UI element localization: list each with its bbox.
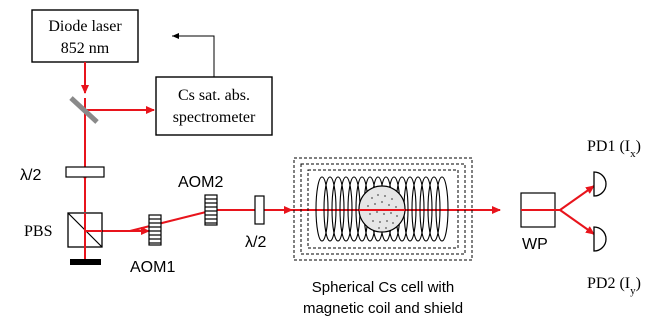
- laser-label-line1: Diode laser: [48, 18, 122, 35]
- aom2: AOM2: [178, 174, 223, 226]
- half-wave-plate-2: λ/2: [245, 195, 266, 251]
- pd1-label: PD1 (Ix): [587, 138, 641, 160]
- spectrometer-label-line2: spectrometer: [173, 109, 256, 126]
- beam-mirror: [69, 96, 99, 124]
- lambda2-label: λ/2: [245, 234, 266, 251]
- lambda1-label: λ/2: [20, 167, 41, 184]
- pd2-label-paren: ): [636, 275, 641, 292]
- wp-label: WP: [522, 236, 548, 253]
- wollaston-prism: WP: [520, 192, 560, 253]
- magnetic-shield: [293, 157, 473, 261]
- beam-dump: [70, 259, 101, 265]
- cs-cell: [358, 185, 406, 233]
- pd1-label-text: PD1 (I: [587, 138, 630, 155]
- spectrometer-label-line1: Cs sat. abs.: [178, 87, 250, 104]
- cs-spectrometer: Cs sat. abs. spectrometer: [155, 76, 273, 136]
- pd2-label-text: PD2 (I: [587, 275, 630, 292]
- pd1-label-sub: x: [630, 148, 636, 160]
- diode-laser: Diode laser 852 nm: [31, 9, 139, 63]
- half-wave-plate-1: λ/2: [20, 166, 105, 184]
- feedback-line: [172, 33, 215, 77]
- cell-caption-line1: Spherical Cs cell with: [312, 279, 455, 296]
- aom2-label: AOM2: [178, 174, 223, 191]
- pd2-label: PD2 (Iy): [587, 275, 641, 297]
- pbs-cube: PBS: [24, 212, 103, 260]
- laser-label-line2: 852 nm: [61, 40, 110, 57]
- aom1-label: AOM1: [130, 259, 175, 276]
- cell-caption-line2: magnetic coil and shield: [303, 300, 463, 317]
- pd1-label-paren: ): [636, 138, 641, 155]
- pbs-label: PBS: [24, 223, 52, 240]
- photodiode-2: PD2 (Iy): [587, 226, 641, 297]
- photodiode-1: PD1 (Ix): [587, 138, 641, 197]
- aom1: AOM1: [130, 214, 175, 276]
- pd2-label-sub: y: [630, 285, 636, 297]
